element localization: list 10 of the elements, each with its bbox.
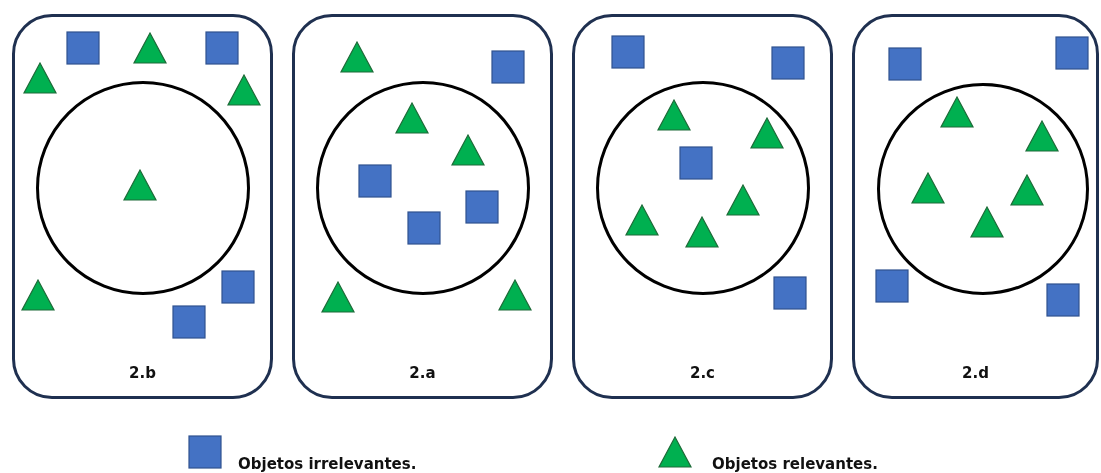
- panel-label: 2.c: [689, 364, 716, 382]
- panel-label: 2.a: [408, 364, 437, 382]
- legend-text: Objetos irrelevantes.: [238, 455, 417, 473]
- rounded-panel: [572, 14, 833, 399]
- legend-text: Objetos relevantes.: [712, 455, 878, 473]
- panel-label: 2.d: [961, 364, 990, 382]
- rounded-panel: [852, 14, 1099, 399]
- panel-label: 2.b: [128, 364, 157, 382]
- rounded-panel: [292, 14, 553, 399]
- rounded-panel: [12, 14, 273, 399]
